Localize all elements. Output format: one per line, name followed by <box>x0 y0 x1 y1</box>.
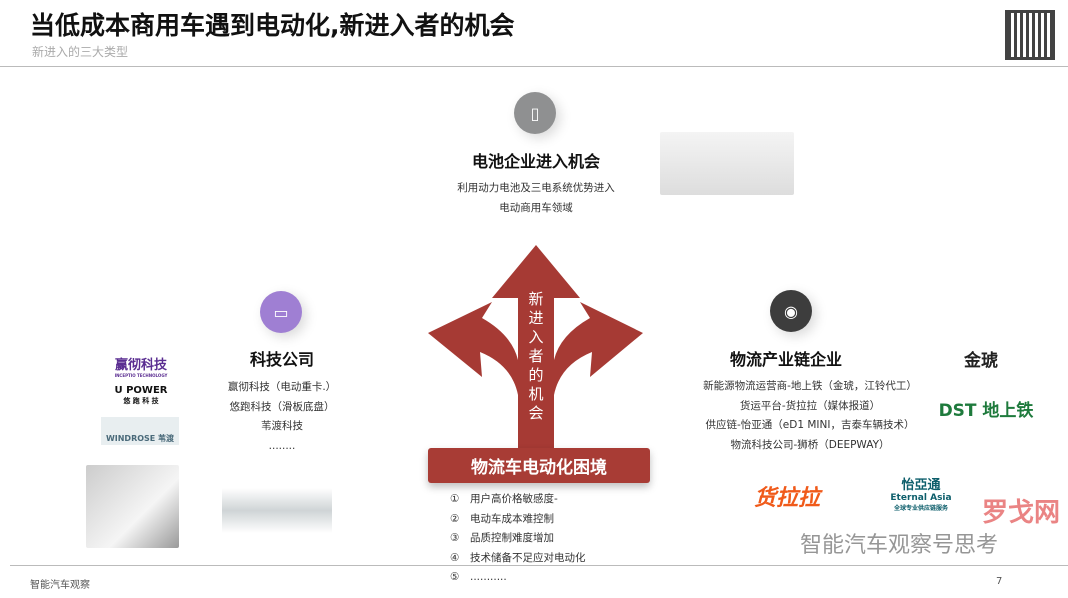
tech-line: 苇渡科技 <box>261 420 303 432</box>
arrow-text: 新进入者的机会 <box>528 290 544 422</box>
windrose-logo: WINDROSE 苇渡 <box>101 417 179 445</box>
logistics-line: 物流科技公司-狮桥（DEEPWAY） <box>730 438 890 451</box>
watermark: 智能汽车观察号思考 <box>800 533 999 558</box>
logistics-line: 新能源物流运营商-地上铁（金琥，江铃代工） <box>703 380 917 392</box>
jinhu-logo: 金琥 <box>964 351 998 371</box>
qr-code <box>1005 10 1055 60</box>
page-title: 当低成本商用车遇到电动化,新进入者的机会 <box>30 11 515 40</box>
toolbox-icon: ▭ <box>260 291 302 333</box>
footer-label: 智能汽车观察 <box>30 580 90 591</box>
electric-truck-image <box>86 465 179 548</box>
huolala-logo: 货拉拉 <box>753 486 820 511</box>
battery-line: 电动商用车领域 <box>499 201 573 214</box>
logistics-line: 供应链-怡亚通（eD1 MINI，吉泰车辆技术） <box>705 419 915 431</box>
tech-line: 赢彻科技（电动重卡.） <box>227 381 337 393</box>
truck-image <box>660 132 794 195</box>
battery-line: 利用动力电池及三电系统优势进入 <box>457 182 615 194</box>
page-subtitle: 新进入的三大类型 <box>32 45 129 59</box>
three-way-arrow <box>428 245 643 450</box>
dst-logo: DST 地上铁 <box>938 401 1034 421</box>
difficulty-banner: 物流车电动化困境 <box>428 448 650 483</box>
watermark-logo: 罗戈网 <box>982 498 1061 528</box>
tech-line: 悠跑科技（滑板底盘） <box>229 400 335 413</box>
battery-title: 电池企业进入机会 <box>471 152 600 171</box>
page-number: 7 <box>996 576 1003 587</box>
tech-title: 科技公司 <box>249 350 314 369</box>
list-item: ⑤........... <box>450 571 507 583</box>
footer-divider <box>10 565 1068 566</box>
logistics-title: 物流产业链企业 <box>729 350 842 369</box>
tech-line: ........ <box>268 439 296 452</box>
header-divider <box>0 66 1068 67</box>
logistics-line: 货运平台-货拉拉（媒体报道） <box>739 399 881 412</box>
document-p-icon: ▯ <box>514 92 556 134</box>
disc-icon: ◉ <box>770 290 812 332</box>
skateboard-chassis-image <box>222 488 332 533</box>
